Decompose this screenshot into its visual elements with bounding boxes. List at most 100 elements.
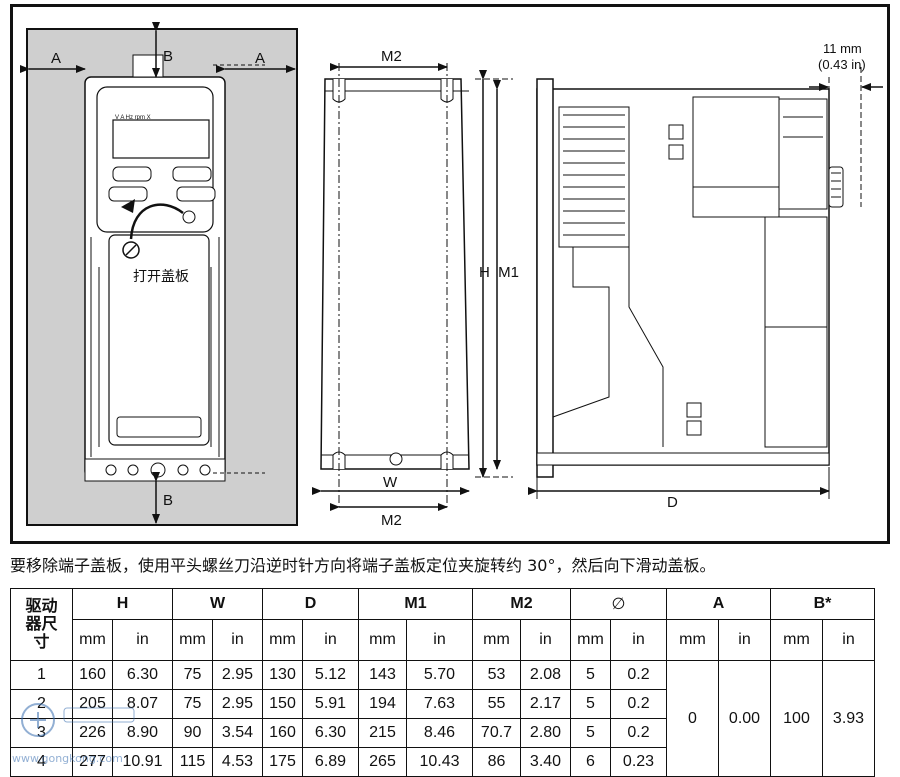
unit-cell: mm <box>358 619 407 661</box>
value-cell: 175 <box>262 747 303 777</box>
value-cell: 3.54 <box>212 718 263 748</box>
table-row: 4 277 10.91 115 4.53 175 6.89 265 10.43 … <box>10 747 875 777</box>
col-group-w: W <box>172 588 263 620</box>
value-cell: 86 <box>472 747 521 777</box>
value-cell: 6 <box>570 747 611 777</box>
value-cell: 0.2 <box>610 689 667 719</box>
unit-cell: in <box>112 619 173 661</box>
value-cell: 143 <box>358 660 407 690</box>
value-cell: 226 <box>72 718 113 748</box>
side-view <box>528 67 883 499</box>
table-row: 1 160 6.30 75 2.95 130 5.12 143 5.70 53 … <box>10 660 875 777</box>
value-cell: 4.53 <box>212 747 263 777</box>
value-cell: 2.17 <box>520 689 571 719</box>
value-cell: 0.2 <box>610 660 667 690</box>
unit-cell: in <box>718 619 771 661</box>
col-group-m1: M1 <box>358 588 473 620</box>
value-cell: 10.43 <box>406 747 473 777</box>
value-cell: 5.12 <box>302 660 359 690</box>
value-cell: 115 <box>172 747 213 777</box>
value-cell: 8.46 <box>406 718 473 748</box>
label-a-left: A <box>51 50 61 67</box>
col-group-diameter: ∅ <box>570 588 667 620</box>
label-h-m1: H M1 <box>479 264 519 281</box>
size-cell: 4 <box>10 747 73 777</box>
value-cell: 2.80 <box>520 718 571 748</box>
dimensions-table: 驱动器尺寸 H W D M1 M2 ∅ A B* mm in mm in mm … <box>10 588 875 777</box>
shared-b-in-cell: 3.93 <box>822 660 875 777</box>
label-m2-bottom: M2 <box>381 512 402 529</box>
col-group-d: D <box>262 588 359 620</box>
value-cell: 8.07 <box>112 689 173 719</box>
unit-cell: mm <box>570 619 611 661</box>
size-cell: 2 <box>10 689 73 719</box>
unit-cell: mm <box>770 619 823 661</box>
value-cell: 160 <box>72 660 113 690</box>
value-cell: 75 <box>172 689 213 719</box>
table-row: 3 226 8.90 90 3.54 160 6.30 215 8.46 70.… <box>10 718 875 748</box>
value-cell: 265 <box>358 747 407 777</box>
dimension-drawing: A A B B V A Hz rpm X 打开盖板 M2 W M2 H M1 D… <box>10 4 890 544</box>
value-cell: 2.95 <box>212 660 263 690</box>
value-cell: 6.30 <box>302 718 359 748</box>
unit-cell: in <box>212 619 263 661</box>
value-cell: 5.91 <box>302 689 359 719</box>
label-clearance-mm: 11 mm <box>823 41 862 56</box>
shared-b-mm-cell: 100 <box>770 660 823 777</box>
value-cell: 130 <box>262 660 303 690</box>
value-cell: 194 <box>358 689 407 719</box>
unit-cell: in <box>520 619 571 661</box>
unit-cell: in <box>822 619 875 661</box>
value-cell: 6.30 <box>112 660 173 690</box>
value-cell: 2.08 <box>520 660 571 690</box>
value-cell: 0.23 <box>610 747 667 777</box>
value-cell: 90 <box>172 718 213 748</box>
value-cell: 215 <box>358 718 407 748</box>
value-cell: 150 <box>262 689 303 719</box>
front-view <box>20 22 298 526</box>
unit-cell: in <box>406 619 473 661</box>
value-cell: 2.95 <box>212 689 263 719</box>
table-corner-cell: 驱动器尺寸 <box>10 588 73 661</box>
value-cell: 8.90 <box>112 718 173 748</box>
unit-cell: mm <box>72 619 113 661</box>
shared-a-mm-cell: 0 <box>666 660 719 777</box>
value-cell: 5 <box>570 660 611 690</box>
label-b-top: B <box>163 48 173 65</box>
col-group-a: A <box>666 588 771 620</box>
size-cell: 1 <box>10 660 73 690</box>
value-cell: 205 <box>72 689 113 719</box>
value-cell: 55 <box>472 689 521 719</box>
unit-cell: mm <box>666 619 719 661</box>
table-group-header-row: 驱动器尺寸 H W D M1 M2 ∅ A B* <box>10 588 875 661</box>
size-cell: 3 <box>10 718 73 748</box>
value-cell: 70.7 <box>472 718 521 748</box>
back-view <box>312 63 513 511</box>
value-cell: 3.40 <box>520 747 571 777</box>
value-cell: 0.2 <box>610 718 667 748</box>
unit-cell: in <box>302 619 359 661</box>
col-group-h: H <box>72 588 173 620</box>
dimension-drawing-svg: A A B B V A Hz rpm X 打开盖板 M2 W M2 H M1 D… <box>20 22 883 529</box>
open-cover-label: 打开盖板 <box>133 268 189 285</box>
value-cell: 7.63 <box>406 689 473 719</box>
value-cell: 75 <box>172 660 213 690</box>
keypad-units-text: V A Hz rpm X <box>115 115 151 121</box>
unit-cell: mm <box>172 619 213 661</box>
value-cell: 5 <box>570 718 611 748</box>
value-cell: 53 <box>472 660 521 690</box>
caption-text: 要移除端子盖板，使用平头螺丝刀沿逆时针方向将端子盖板定位夹旋转约 30°，然后向… <box>10 556 716 575</box>
unit-cell: mm <box>262 619 303 661</box>
shared-a-in-cell: 0.00 <box>718 660 771 777</box>
value-cell: 5.70 <box>406 660 473 690</box>
unit-cell: in <box>610 619 667 661</box>
label-m2-top: M2 <box>381 48 402 65</box>
col-group-b: B* <box>770 588 875 620</box>
value-cell: 10.91 <box>112 747 173 777</box>
label-clearance-in: (0.43 in) <box>818 57 866 72</box>
unit-cell: mm <box>472 619 521 661</box>
value-cell: 160 <box>262 718 303 748</box>
value-cell: 277 <box>72 747 113 777</box>
label-b-bottom: B <box>163 492 173 509</box>
value-cell: 6.89 <box>302 747 359 777</box>
